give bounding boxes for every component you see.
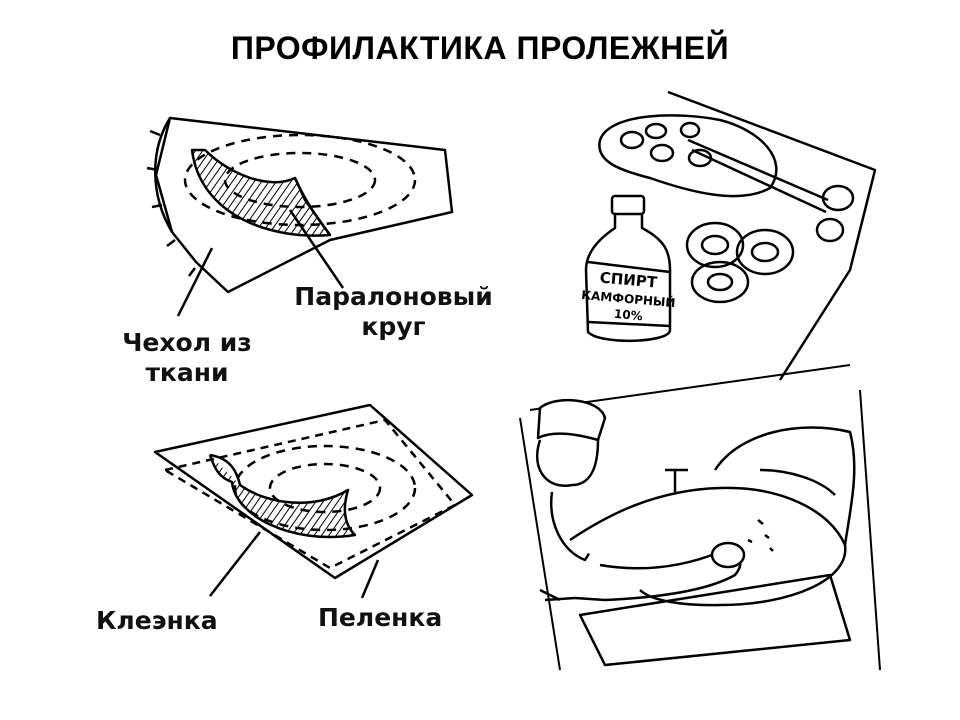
foam-ring-with-cover-drawing xyxy=(146,116,454,317)
nurse-and-patient-drawing xyxy=(519,364,881,671)
label-fabric-cover: Чехол из ткани xyxy=(122,328,252,387)
cotton-rings xyxy=(685,221,795,304)
bottle-label-line1: СПИРТ xyxy=(599,269,658,292)
illustration: СПИРТ КАМФОРНЫЙ 10% xyxy=(146,90,881,671)
bottle-label-line3: 10% xyxy=(613,307,643,323)
camphor-bottle xyxy=(584,194,672,343)
foam-ring-on-sheet-drawing xyxy=(153,403,474,599)
label-oilcloth: Клеэнка xyxy=(96,606,218,635)
label-sheet: Пеленка xyxy=(318,603,443,632)
label-foam-ring: Паралоновый круг xyxy=(294,282,493,341)
page-title: ПРОФИЛАКТИКА ПРОЛЕЖНЕЙ xyxy=(230,30,730,66)
tray-and-supplies-drawing xyxy=(584,90,877,381)
